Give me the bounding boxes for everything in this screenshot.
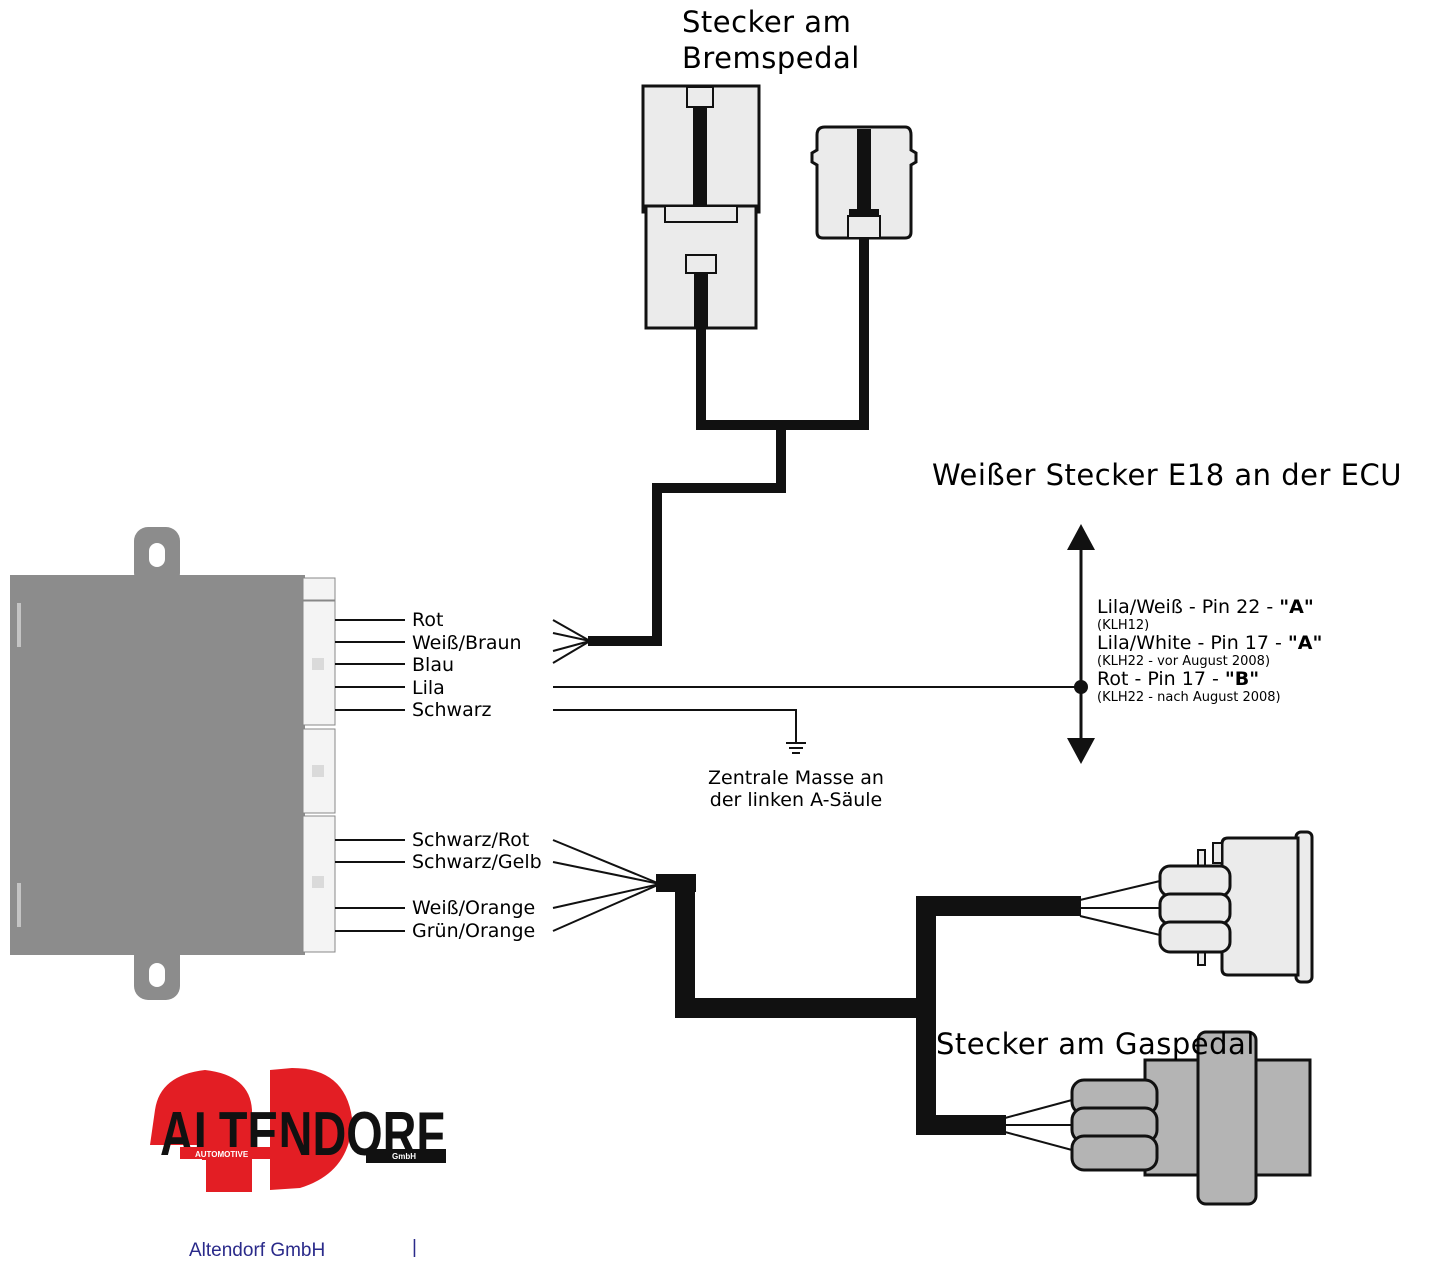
ground-label: Zentrale Masse an der linken A-Säule	[708, 767, 884, 811]
brake-connector-left	[641, 84, 761, 330]
arrow-down-icon	[1067, 738, 1095, 764]
wire-label-weiss-orange: Weiß/Orange	[412, 897, 536, 919]
footer-separator: |	[412, 1237, 417, 1258]
wire-label-gruen-orange: Grün/Orange	[412, 920, 536, 942]
brake-connector-title-line2: Bremspedal	[682, 41, 860, 75]
wire-label-schwarz-gelb: Schwarz/Gelb	[412, 851, 542, 873]
wire-label-schwarz: Schwarz	[412, 699, 492, 721]
gas-connector-lower	[1070, 1030, 1312, 1206]
wire-stubs	[335, 619, 405, 932]
pin-note: (KLH12)	[1097, 618, 1150, 633]
svg-text:GmbH: GmbH	[392, 1152, 416, 1161]
wire-label-rot: Rot	[412, 609, 444, 631]
wire-label-lila: Lila	[412, 677, 445, 699]
control-module	[10, 527, 336, 1000]
pin-entry: Lila/Weiß - Pin 22 - "A"	[1097, 596, 1314, 618]
pin-note: (KLH22 - vor August 2008)	[1097, 654, 1271, 669]
footer-company: Altendorf GmbH	[189, 1240, 326, 1261]
gas-connector-title: Stecker am Gaspedal	[936, 1027, 1255, 1061]
brake-connector-title: Stecker am	[682, 5, 852, 39]
arrow-up-icon	[1067, 524, 1095, 550]
junction-dot	[1074, 680, 1088, 694]
pin-list: Lila/Weiß - Pin 22 - "A" (KLH12) Lila/Wh…	[1097, 596, 1323, 706]
svg-text:AUTOMOTIVE: AUTOMOTIVE	[195, 1150, 249, 1159]
wire-label-weiss-braun: Weiß/Braun	[412, 632, 522, 654]
gas-connector-upper	[1158, 830, 1314, 984]
brake-harness	[552, 238, 869, 664]
wire-label-schwarz-rot: Schwarz/Rot	[412, 829, 530, 851]
module-body	[10, 575, 305, 955]
ground-icon	[786, 742, 806, 754]
ecu-connector-title: Weißer Stecker E18 an der ECU	[932, 458, 1402, 492]
module-connector-middle	[302, 728, 336, 814]
ground-connection	[553, 709, 806, 754]
pin-entry: Rot - Pin 17 - "B"	[1097, 668, 1260, 690]
brake-connector-right	[810, 125, 918, 240]
pin-note: (KLH22 - nach August 2008)	[1097, 690, 1281, 705]
ecu-connection	[553, 524, 1095, 764]
altendorf-logo: ALTENDORF AUTOMOTIVE GmbH	[130, 1068, 446, 1192]
gas-harness	[552, 839, 1161, 1151]
wire-label-blau: Blau	[412, 654, 454, 676]
pin-entry: Lila/White - Pin 17 - "A"	[1097, 632, 1323, 654]
